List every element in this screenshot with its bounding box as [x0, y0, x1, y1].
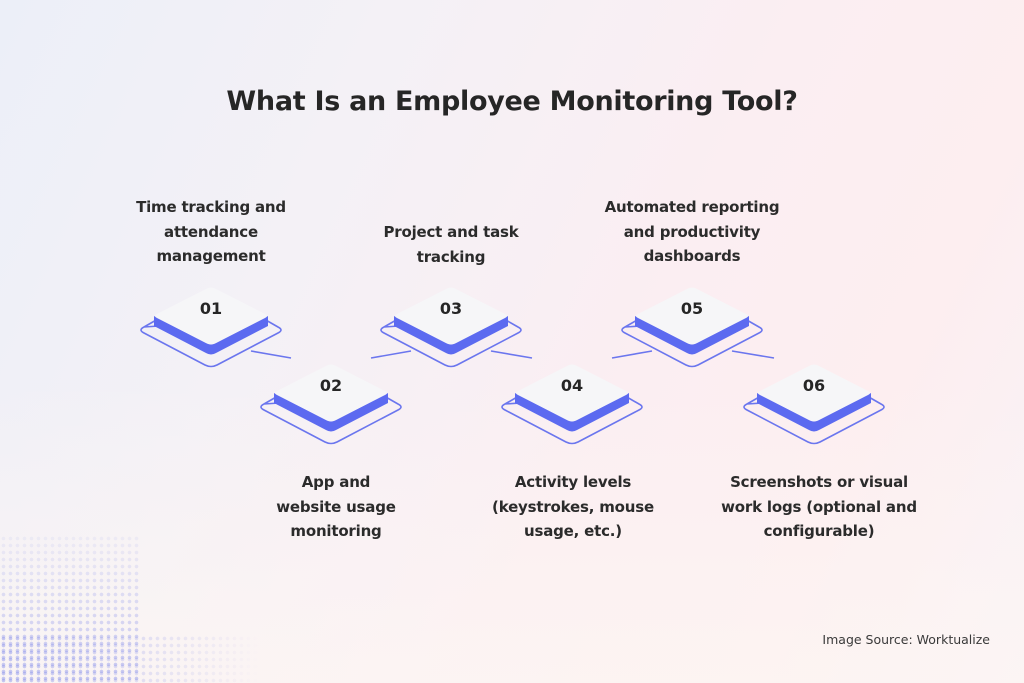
step-tile-06: 06: [743, 364, 885, 445]
connector-line: [731, 350, 775, 359]
connector-line: [370, 350, 412, 359]
connector-line: [611, 350, 653, 359]
tile-face: [395, 287, 507, 345]
step-label-05: Automated reporting and productivity das…: [604, 198, 780, 265]
connector-lines: [250, 350, 775, 359]
tile-face: [155, 287, 267, 345]
step-tile-04: 04: [501, 364, 643, 445]
step-label-06: Screenshots or visual work logs (optiona…: [721, 473, 917, 540]
tile-face: [758, 364, 870, 422]
connector-line: [490, 350, 533, 359]
step-label-03: Project and task tracking: [383, 223, 519, 266]
tile-side: [154, 316, 268, 355]
step-tile-05: 05: [621, 287, 763, 368]
connector-line: [250, 350, 292, 359]
tile-face: [636, 287, 748, 345]
step-tile-01: 01: [140, 287, 282, 368]
step-number-02: 02: [320, 376, 342, 395]
tile-side: [757, 393, 871, 432]
tile-side: [515, 393, 629, 432]
dot-pattern-decoration-bottom: [0, 635, 260, 683]
step-number-01: 01: [200, 299, 222, 318]
tile-side: [394, 316, 508, 355]
step-label-02: App and website usage monitoring: [276, 473, 396, 540]
step-tiles: 01 02 03 04 05 06: [140, 287, 885, 445]
image-source-credit: Image Source: Worktualize: [822, 632, 990, 647]
step-label-01: Time tracking and attendance management: [136, 198, 286, 265]
step-number-04: 04: [561, 376, 583, 395]
step-number-06: 06: [803, 376, 825, 395]
tile-side: [635, 316, 749, 355]
tile-face: [516, 364, 628, 422]
step-tile-02: 02: [260, 364, 402, 445]
step-number-03: 03: [440, 299, 462, 318]
step-number-05: 05: [681, 299, 703, 318]
page-title: What Is an Employee Monitoring Tool?: [226, 86, 798, 117]
step-label-04: Activity levels (keystrokes, mouse usage…: [492, 473, 654, 540]
tile-side: [274, 393, 388, 432]
tile-face: [275, 364, 387, 422]
step-tile-03: 03: [380, 287, 522, 368]
